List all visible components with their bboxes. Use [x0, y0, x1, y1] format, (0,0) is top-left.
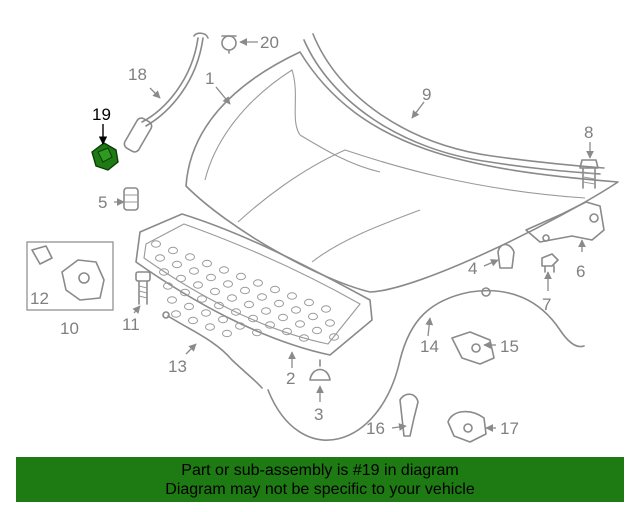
insulator-hole	[270, 285, 280, 294]
hood-hinge-6	[525, 201, 605, 243]
insulator-hole	[159, 268, 169, 276]
parts-diagram: 1 2 3 4 5 6 7 8 9 10 11 12 13 14 15 16 1…	[26, 32, 619, 443]
insulator-hole	[253, 279, 263, 287]
insulator-hole	[202, 259, 212, 268]
release-cable-14	[267, 287, 585, 441]
callout-18: 18	[128, 65, 147, 84]
insulator-hole	[329, 333, 339, 341]
insulator-hole	[172, 260, 182, 269]
callout-2: 2	[286, 369, 295, 388]
insulator-hole	[282, 327, 292, 336]
insulator-hole	[265, 321, 275, 329]
insulator-hole	[151, 240, 161, 248]
banner-line-2: Diagram may not be specific to your vehi…	[165, 481, 475, 498]
latch-15	[451, 331, 495, 365]
callout-19-highlighted: 19	[92, 105, 111, 124]
insulator-hole	[299, 334, 309, 342]
callout-15: 15	[500, 337, 519, 356]
insulator-hole	[185, 253, 195, 261]
insulator-hole	[287, 292, 297, 300]
insulator-hole	[231, 308, 241, 316]
insulator-hole	[219, 266, 229, 274]
insulator-hole	[210, 287, 220, 296]
insulator-hole	[206, 273, 216, 282]
insulator-hole-pattern	[151, 240, 339, 342]
bolt-8	[579, 159, 599, 189]
callout-3: 3	[314, 405, 323, 424]
insulator-hole	[167, 296, 177, 304]
callout-labels: 1 2 3 4 5 6 7 8 9 10 11 12 13 14 15 16 1…	[30, 33, 593, 438]
prop-rod-clip	[221, 35, 237, 54]
callout-14: 14	[420, 337, 439, 356]
insulator-hole	[325, 319, 335, 327]
insulator-hole	[176, 274, 186, 283]
insulator-hole	[163, 282, 173, 290]
insulator-hole	[227, 294, 237, 302]
callout-17: 17	[500, 419, 519, 438]
insulator-hole	[274, 299, 284, 308]
insulator-hole	[308, 312, 318, 321]
insulator-hole	[257, 293, 267, 301]
insulator-hole	[188, 316, 198, 325]
insulator-hole	[171, 310, 181, 318]
callout-13: 13	[168, 357, 187, 376]
latch-assembly-box	[26, 241, 114, 311]
callout-4: 4	[468, 259, 477, 278]
bolt-7	[541, 253, 559, 273]
insulator-hole	[193, 281, 203, 289]
insulator-hole	[201, 309, 211, 317]
hood-insulator	[135, 213, 373, 356]
insulator-hole	[244, 300, 254, 309]
hood-prop-rod	[123, 32, 209, 153]
callout-6: 6	[576, 262, 585, 281]
insulator-hole	[218, 315, 228, 324]
leader-lines	[98, 38, 594, 432]
insulator-hole	[168, 246, 178, 255]
insulator-hole	[189, 267, 199, 275]
insulator-hole	[197, 295, 207, 303]
insulator-hole	[184, 302, 194, 311]
insulator-hole	[205, 323, 215, 331]
insulator-hole	[214, 301, 224, 310]
insulator-hole	[321, 305, 331, 313]
prop-rod-retainer-highlight	[91, 142, 119, 171]
insulator-hole	[304, 298, 314, 307]
hood-bumper-5	[123, 187, 139, 211]
callout-5: 5	[98, 193, 107, 212]
callout-11: 11	[122, 315, 140, 334]
bolt-11	[135, 271, 151, 305]
hood-bumper-4	[497, 243, 515, 269]
insulator-hole	[236, 272, 246, 281]
insulator-hole	[155, 254, 165, 262]
latch-17	[447, 410, 487, 443]
insulator-hole	[295, 320, 305, 328]
push-clip-3	[309, 359, 331, 381]
insulator-hole	[248, 314, 258, 323]
insulator-hole	[235, 322, 245, 330]
callout-9: 9	[422, 85, 431, 104]
hood-weatherstrip	[303, 33, 605, 175]
insulator-hole	[252, 328, 262, 337]
insulator-hole	[222, 329, 232, 338]
part-notice-banner: Part or sub-assembly is #19 in diagram D…	[16, 457, 624, 502]
callout-12: 12	[30, 289, 49, 308]
banner-line-1: Part or sub-assembly is #19 in diagram	[181, 462, 459, 479]
insulator-hole	[180, 288, 190, 297]
insulator-hole	[223, 280, 233, 288]
insulator-hole	[291, 306, 301, 314]
release-cable-13	[162, 311, 263, 389]
insulator-hole	[312, 326, 322, 335]
callout-10: 10	[60, 319, 79, 338]
callout-20: 20	[260, 33, 279, 52]
release-handle-16	[399, 393, 419, 437]
callout-8: 8	[584, 123, 593, 142]
insulator-hole	[278, 313, 288, 322]
callout-1: 1	[205, 69, 214, 88]
insulator-hole	[240, 286, 250, 295]
callout-7: 7	[542, 295, 551, 314]
insulator-hole	[261, 307, 271, 315]
callout-16: 16	[366, 419, 385, 438]
